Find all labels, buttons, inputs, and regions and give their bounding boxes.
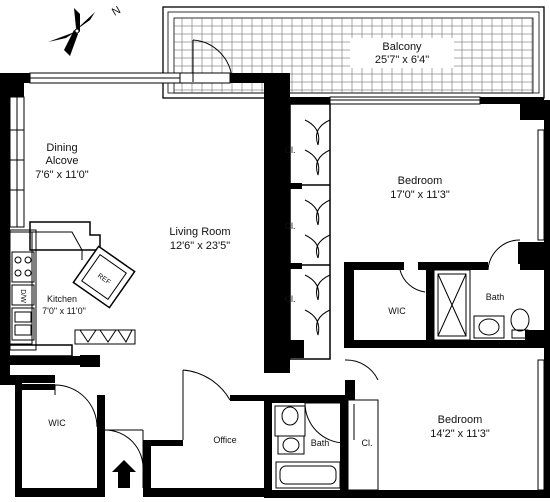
closet-block [278,103,331,360]
stove-icon [11,251,35,283]
dining-label: Dining [46,142,77,154]
living-label: Living Room [169,226,230,238]
dining-label-line2: Alcove [45,155,78,167]
balcony-label: Balcony [382,41,422,53]
kitchen-size: 7'0" x 11'0" [42,306,86,316]
svg-text:D/W: D/W [19,289,26,303]
bath2-fixtures [274,405,341,489]
closet3-label: Cl. [285,294,296,304]
kitchen-fixtures: D/W REF [9,221,136,357]
balcony-door[interactable] [179,39,233,84]
entry-arrow-icon [112,460,136,488]
closet2-label: Cl. [285,221,296,231]
closet4-label: Cl. [362,438,373,448]
closet1-label: Cl. [285,145,296,155]
entry-door[interactable] [104,429,144,488]
wic2-label: WIC [48,418,66,428]
kitchen-label: Kitchen [47,294,77,304]
compass-north-label: N [110,4,123,18]
room-labels: Balcony 25'7" x 6'4" Dining Alcove 7'6" … [35,41,504,448]
bath2-label: Bath [311,438,330,448]
balcony-tile-grid [174,18,533,93]
refrigerator-icon: REF [72,245,136,309]
interior-walls [15,262,544,495]
bedroom1-size: 17'0" x 11'3" [390,189,450,201]
bath1-label: Bath [486,292,505,302]
living-size: 12'6" x 23'5" [170,240,230,252]
bath1-fixtures [433,269,530,341]
bedroom2-label: Bedroom [438,414,483,426]
bedroom2-closet [347,399,379,491]
dishwasher-icon: D/W [11,284,35,306]
sink-icon [11,307,35,341]
office-label: Office [213,435,236,445]
windows [9,72,545,491]
counter-stools [74,329,136,345]
bedroom1-label: Bedroom [398,175,443,187]
wic1-label: WIC [388,306,406,316]
balcony-size: 25'7" x 6'4" [375,54,429,66]
interior-doors [54,239,521,444]
compass-icon: N [48,4,123,56]
dining-size: 7'6" x 11'0" [35,169,88,181]
balcony-area [162,6,545,99]
bedroom2-size: 14'2" x 11'3" [430,428,490,440]
